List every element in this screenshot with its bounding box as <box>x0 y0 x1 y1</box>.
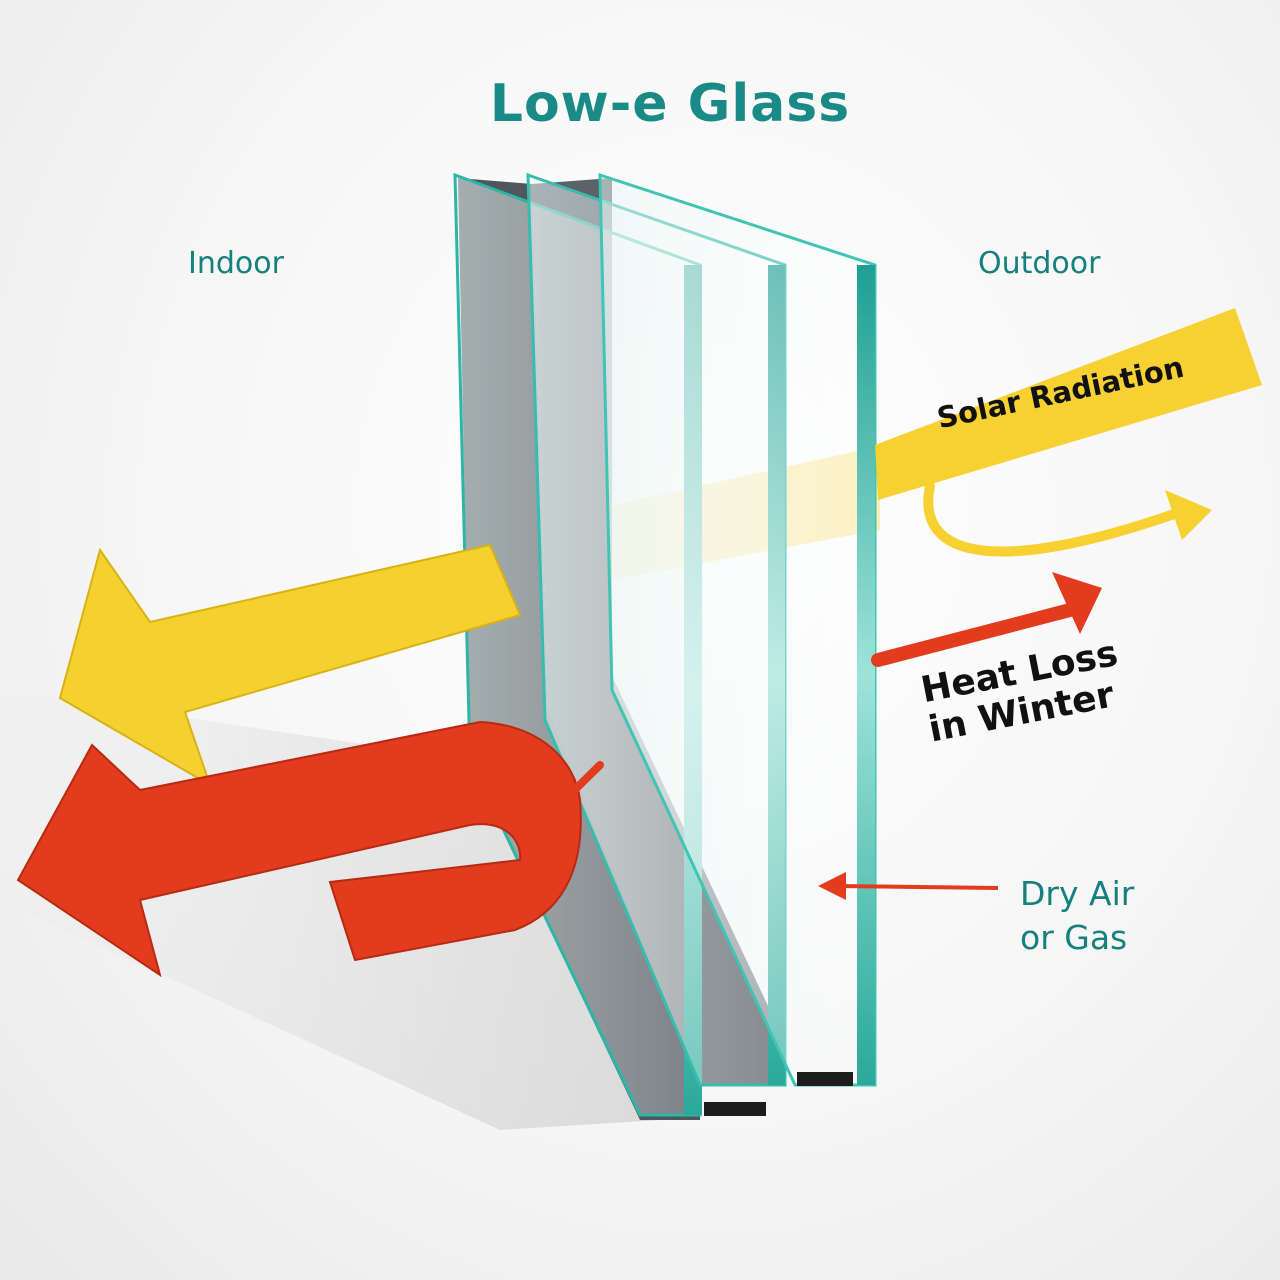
heat-loss-arrow <box>871 603 1077 667</box>
sealant-strip-outer <box>797 1072 853 1086</box>
dry-air-line-2: or Gas <box>1020 918 1128 957</box>
solar-reflection-arrowhead <box>1165 490 1212 540</box>
dry-air-pointer <box>837 884 999 890</box>
solar-radiation-arrow <box>875 308 1262 500</box>
transmitted-solar-arrow <box>58 543 522 788</box>
solar-reflection-arrow <box>923 481 1185 557</box>
outdoor-label: Outdoor <box>978 246 1101 281</box>
heat-reflection-curl <box>534 761 604 854</box>
reflected-heat-arrow <box>16 720 582 978</box>
dry-air-line-1: Dry Air <box>1020 874 1135 913</box>
sealant-strip-inner <box>704 1102 766 1116</box>
diagram-title: Low-e Glass <box>489 74 851 134</box>
heat-loss-arrowhead <box>1052 572 1102 634</box>
dry-air-label: Dry Air or Gas <box>1020 872 1134 960</box>
indoor-label: Indoor <box>188 246 284 281</box>
dry-air-pointer-head <box>818 872 846 900</box>
